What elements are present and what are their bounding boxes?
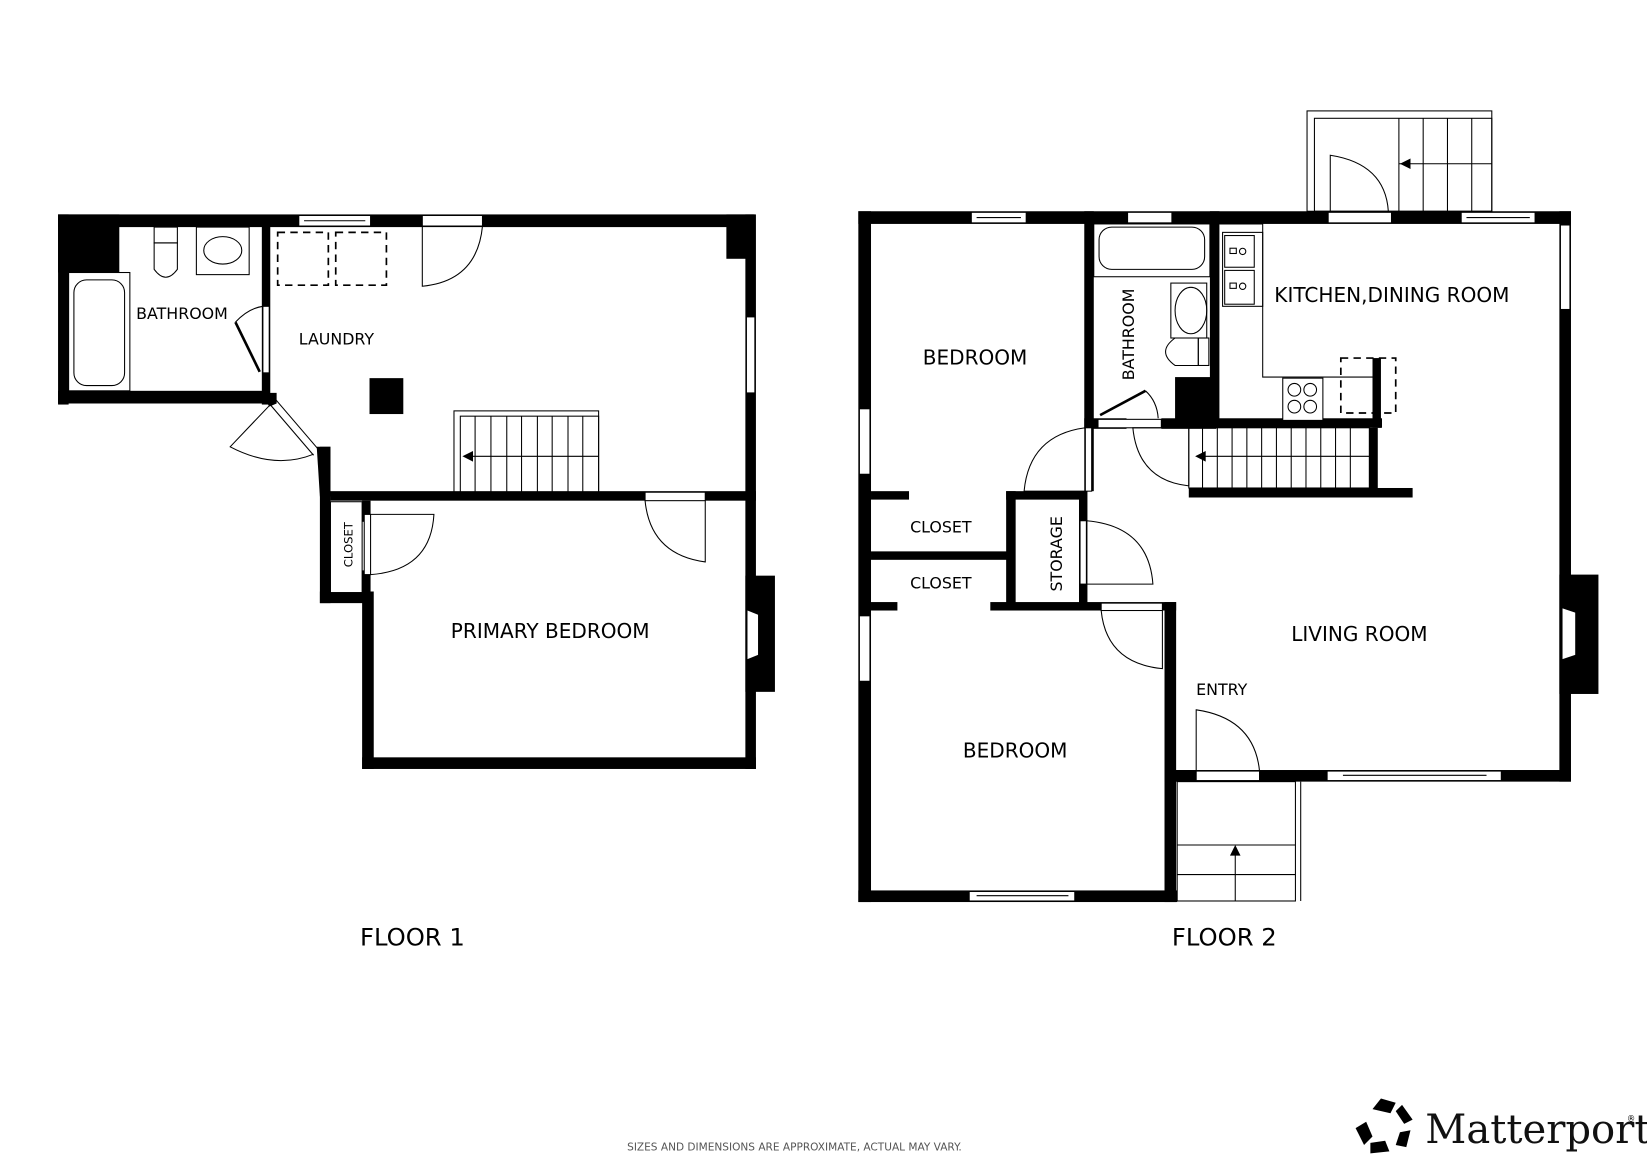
room-label-storage: STORAGE [1047,516,1066,591]
room-label-laundry: LAUNDRY [299,329,375,348]
floor-1-plan [58,214,775,769]
floor-1-label: FLOOR 1 [360,922,465,951]
disclaimer-text: SIZES AND DIMENSIONS ARE APPROXIMATE, AC… [627,1141,962,1153]
brand-registered-mark: ® [1627,1114,1635,1124]
room-label-primary-bedroom: PRIMARY BEDROOM [451,619,650,643]
room-label-bathroom-f2: BATHROOM [1119,289,1138,381]
room-label-bedroom-top: BEDROOM [923,345,1028,369]
floor-2-label: FLOOR 2 [1172,922,1277,951]
room-label-closet-upper: CLOSET [910,517,972,536]
room-label-bathroom-f1: BATHROOM [136,304,228,323]
room-label-living-room: LIVING ROOM [1291,622,1427,646]
room-label-closet-lower: CLOSET [910,573,972,592]
room-label-entry: ENTRY [1196,680,1247,699]
room-label-kitchen-dining: KITCHEN,DINING ROOM [1274,283,1509,307]
brand-name: Matterport [1425,1107,1647,1153]
room-label-bedroom-bottom: BEDROOM [963,738,1068,762]
room-label-closet-f1: CLOSET [342,521,356,567]
matterport-logo-icon [1355,1098,1413,1154]
floor-2-plan [858,110,1599,903]
